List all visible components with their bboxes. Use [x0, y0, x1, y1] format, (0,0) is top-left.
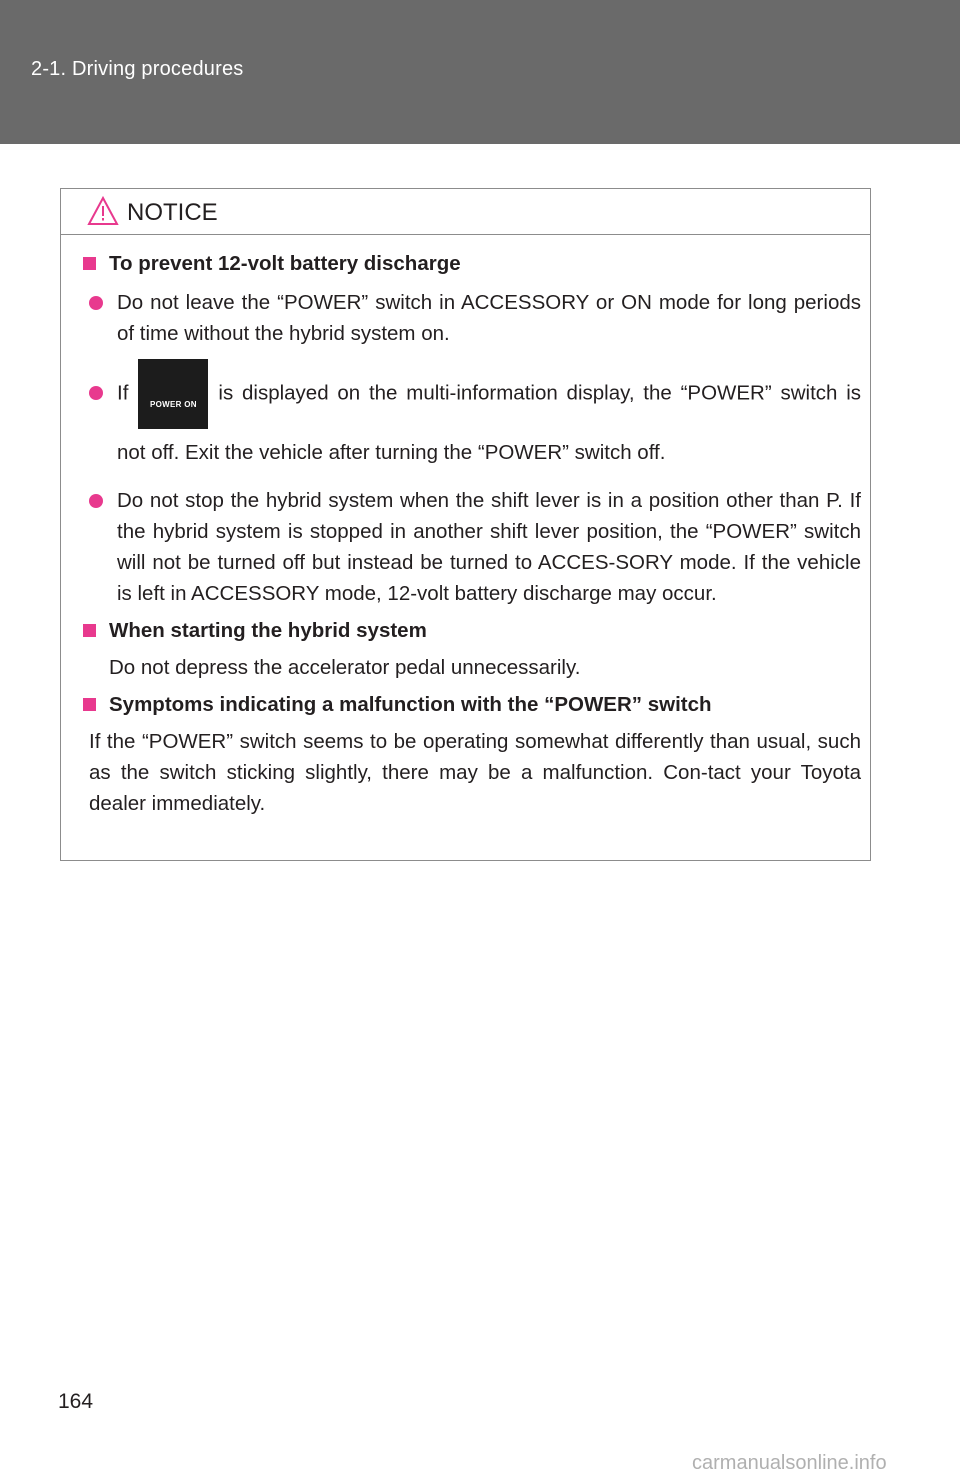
round-bullet-icon	[89, 296, 103, 310]
list-item: Do not stop the hybrid system when the s…	[89, 485, 861, 609]
section-heading: To prevent 12-volt battery discharge	[81, 251, 861, 277]
watermark: carmanualsonline.info	[692, 1452, 887, 1474]
round-bullet-icon	[89, 494, 103, 508]
list-item-text: If	[117, 381, 129, 405]
section-text: If the “POWER” switch seems to be operat…	[89, 730, 861, 815]
section-text: Do not depress the accelerator pedal unn…	[109, 656, 581, 679]
notice-body: To prevent 12-volt battery discharge Do …	[81, 251, 861, 819]
notice-title: NOTICE	[127, 199, 218, 226]
power-on-label: POWER ON	[149, 400, 197, 409]
list-item: Do not leave the “POWER” switch in ACCES…	[89, 287, 861, 349]
page-header: 2-1. Driving procedures	[0, 0, 960, 144]
notice-header: NOTICE	[61, 189, 870, 235]
notice-box: NOTICE To prevent 12-volt battery discha…	[60, 188, 871, 861]
square-bullet-icon	[83, 257, 96, 270]
section-heading: When starting the hybrid system	[81, 618, 861, 644]
section-heading-text: When starting the hybrid system	[109, 619, 427, 642]
power-on-indicator-image: POWER ON	[138, 359, 209, 429]
list-item-text: Do not leave the “POWER” switch in ACCES…	[117, 291, 861, 345]
round-bullet-icon	[89, 386, 103, 400]
section-heading-text: To prevent 12-volt battery discharge	[109, 252, 461, 275]
section-title: 2-1. Driving procedures	[31, 58, 244, 80]
section-heading-text: Symptoms indicating a malfunction with t…	[109, 693, 712, 716]
section-heading: Symptoms indicating a malfunction with t…	[81, 692, 861, 718]
list-item-text: Do not stop the hybrid system when the s…	[117, 489, 861, 605]
warning-triangle-icon	[87, 196, 119, 225]
list-item-text: is displayed on the multi-information di…	[117, 381, 861, 464]
square-bullet-icon	[83, 624, 96, 637]
square-bullet-icon	[83, 698, 96, 711]
page-number: 164	[58, 1390, 94, 1413]
